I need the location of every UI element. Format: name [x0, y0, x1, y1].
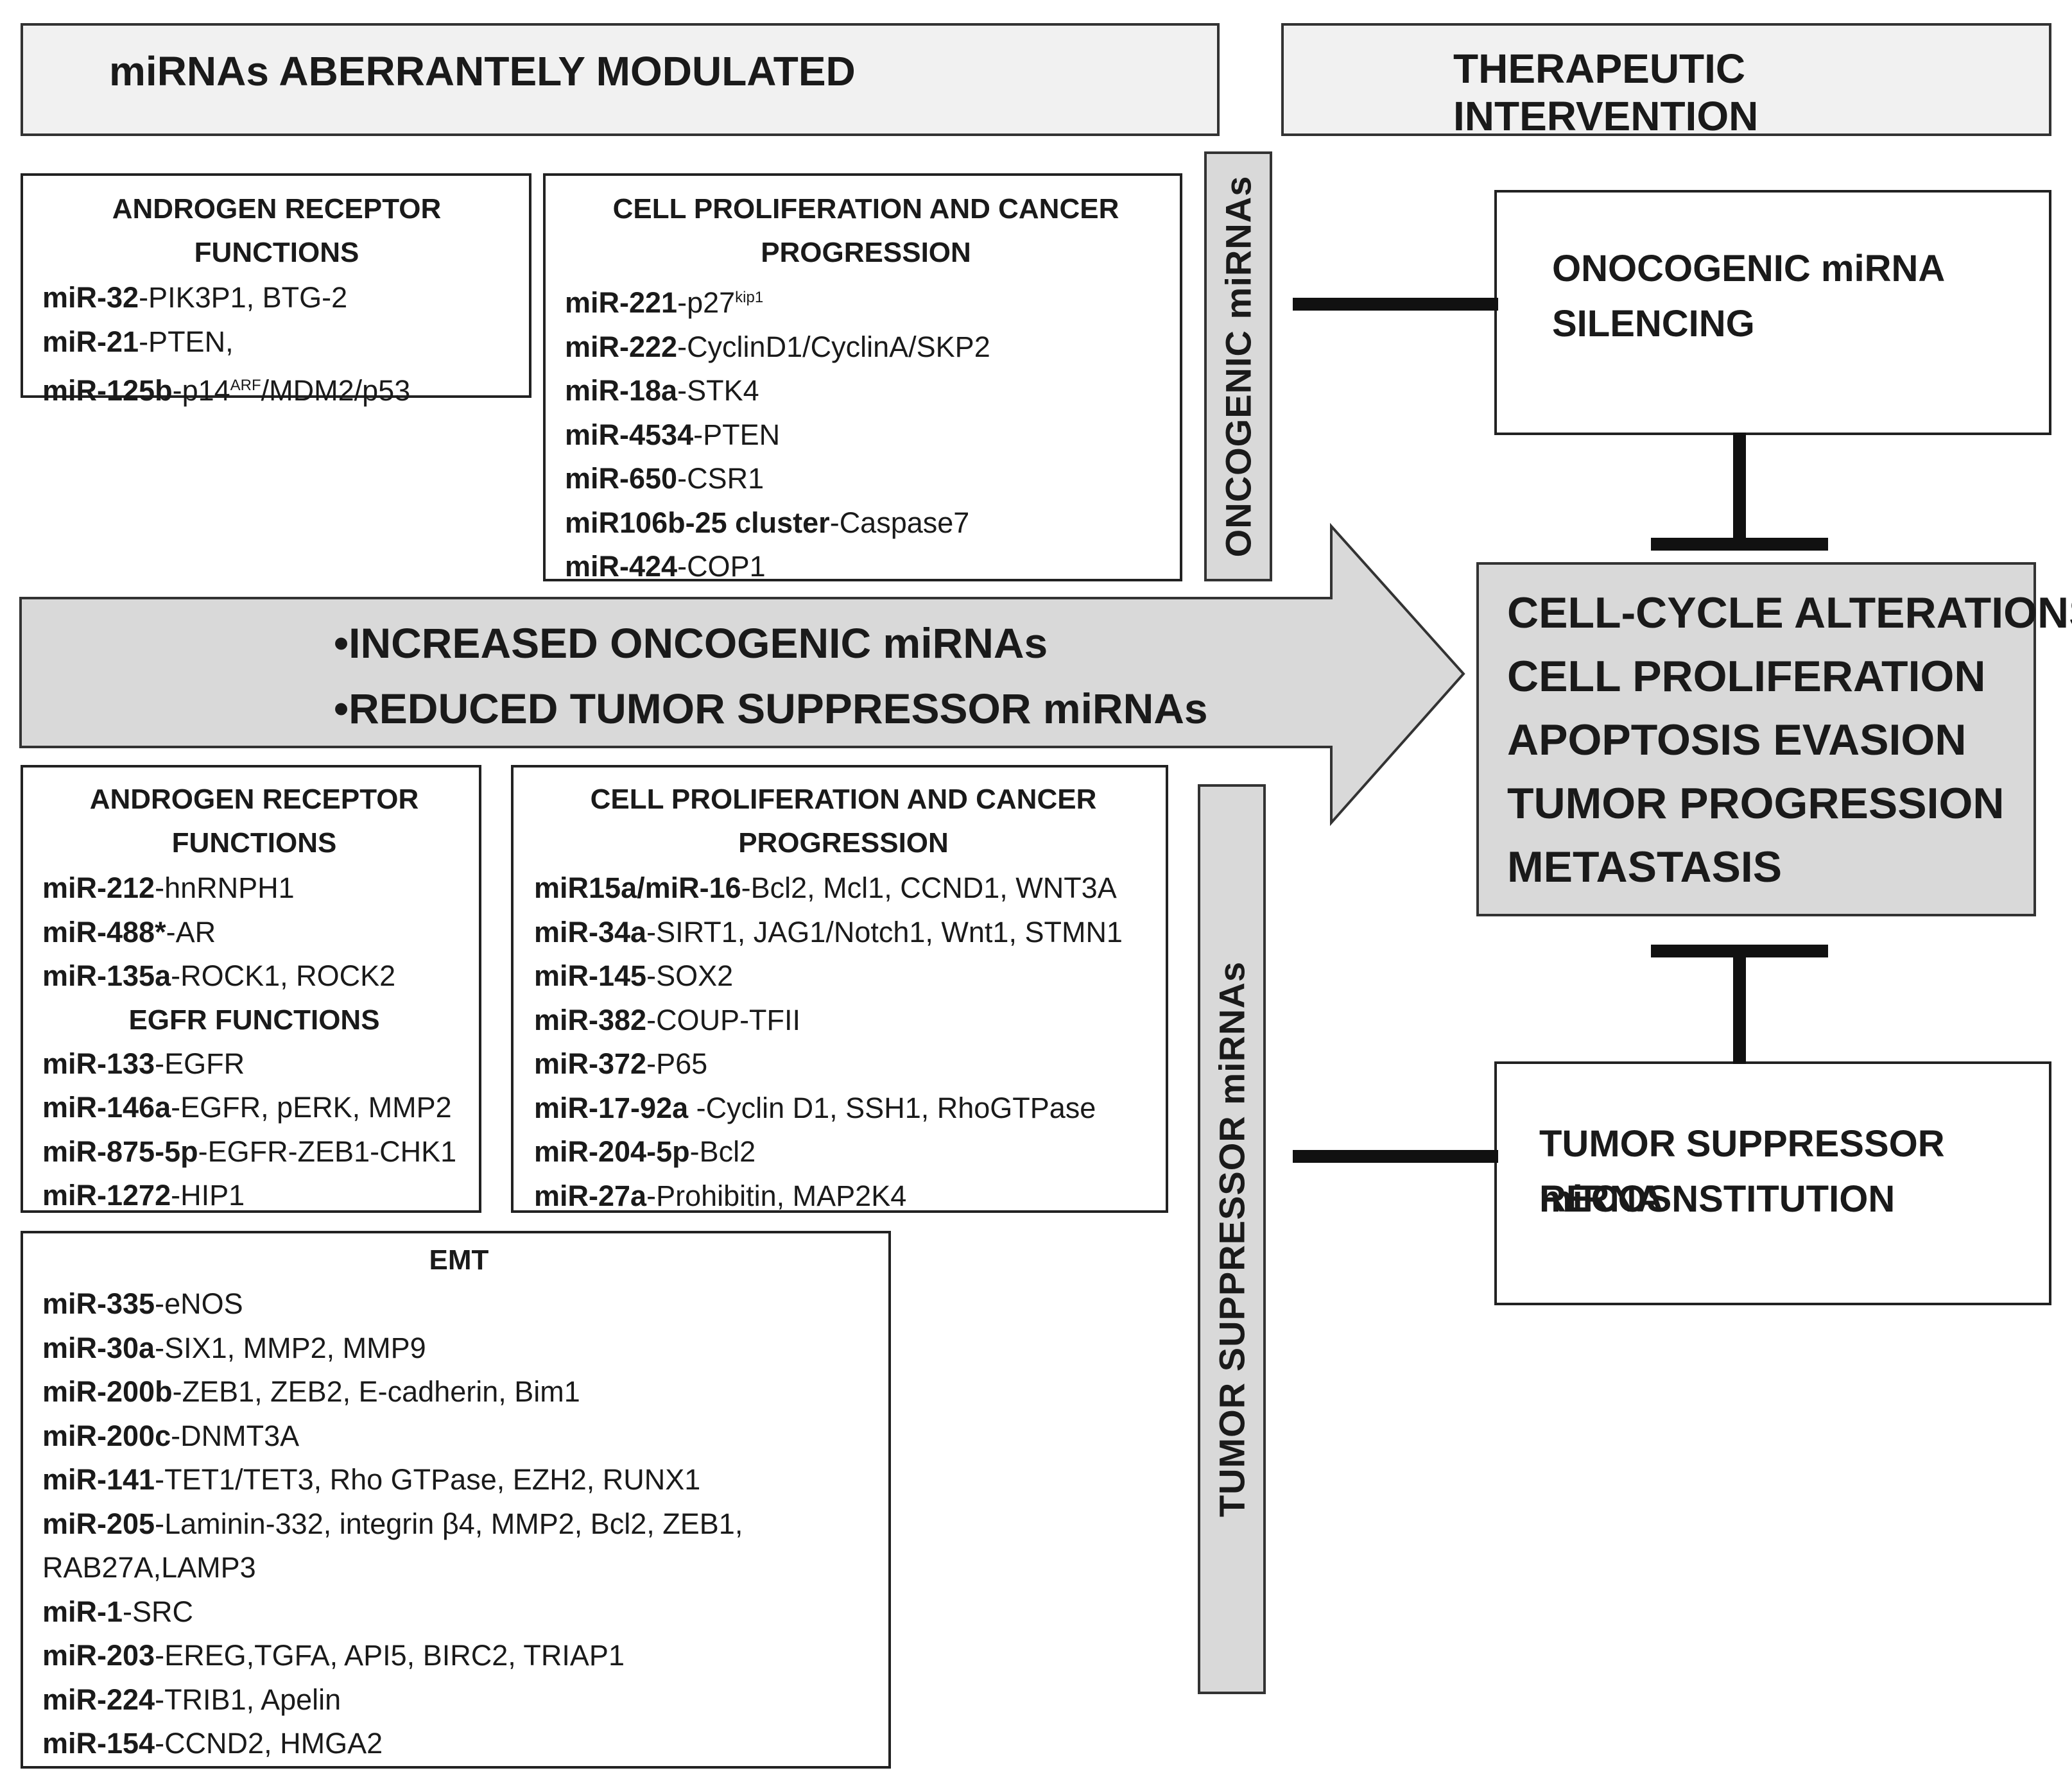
mirna-row: miR-145-SOX2	[534, 959, 734, 992]
mirna-row: miR-27a-Prohibitin, MAP2K4	[534, 1179, 907, 1212]
outcome-item: CELL-CYCLE ALTERATIONS	[1507, 588, 2072, 637]
header-therapeutic-label: THERAPEUTIC INTERVENTION	[1453, 46, 1759, 139]
mirna-row: miR-200b-ZEB1, ZEB2, E-cadherin, Bim1	[42, 1375, 580, 1408]
arrow-line-reduced: •REDUCED TUMOR SUPPRESSOR miRNAs	[334, 685, 1208, 732]
arrow-line-increased: •INCREASED ONCOGENIC miRNAs	[334, 619, 1048, 667]
mirna-row: miR-205-Laminin-332, integrin β4, MMP2, …	[42, 1507, 743, 1540]
suppressor-ar-title-1: ANDROGEN RECEPTOR	[89, 784, 419, 815]
mirna-row: miR-146a-EGFR, pERK, MMP2	[42, 1091, 452, 1124]
emt-title: EMT	[429, 1244, 489, 1276]
header-aberrant-mirnas: miRNAs ABERRANTELY MODULATED	[21, 23, 1220, 136]
mirna-row: miR-154-CCND2, HMGA2	[42, 1727, 383, 1760]
mirna-row: miR-221-p27kip1	[565, 286, 764, 319]
suppressor-vertical-label: TUMOR SUPPRESSOR miRNAs	[1198, 784, 1266, 1694]
silencing-line-2: SILENCING	[1552, 303, 1755, 345]
mirna-row: RAB27A,LAMP3	[42, 1551, 256, 1584]
mirna-row: miR-204-5p-Bcl2	[534, 1135, 756, 1168]
outcome-item: METASTASIS	[1507, 843, 1783, 891]
mirna-row: miR-18a-STK4	[565, 374, 759, 407]
suppressor-prolif-box: CELL PROLIFERATION AND CANCER PROGRESSIO…	[511, 765, 1168, 1213]
mirna-row: miR-1-SRC	[42, 1595, 194, 1628]
outcome-item: CELL PROLIFERATION	[1507, 652, 1986, 701]
mirna-row: miR15a/miR-16-Bcl2, Mcl1, CCND1, WNT3A	[534, 871, 1117, 904]
oncogenic-vertical-label: ONCOGENIC miRNAs	[1204, 151, 1272, 581]
mirna-row: miR-34a-SIRT1, JAG1/Notch1, Wnt1, STMN1	[534, 915, 1123, 948]
mirna-row: miR-224-TRIB1, Apelin	[42, 1683, 341, 1716]
oncogenic-prolif-title-1: CELL PROLIFERATION AND CANCER	[612, 193, 1119, 225]
suppressor-prolif-title-2: PROGRESSION	[738, 827, 949, 859]
silencing-stem-line	[1733, 433, 1746, 545]
mirna-row: miR-203-EREG,TGFA, API5, BIRC2, TRIAP1	[42, 1639, 625, 1672]
oncogenic-label-text: ONCOGENIC miRNAs	[1218, 175, 1259, 558]
reconstitution-line-2: RECOSNSTITUTION	[1539, 1178, 1895, 1220]
suppressor-label-text: TUMOR SUPPRESSOR miRNAs	[1211, 961, 1252, 1518]
silencing-box: ONOCOGENIC miRNA SILENCING	[1494, 190, 2051, 435]
oncogenic-ar-box: ANDROGEN RECEPTOR FUNCTIONS miR-32-PIK3P…	[21, 173, 531, 407]
header-therapeutic: THERAPEUTIC INTERVENTION	[1281, 23, 2051, 139]
emt-box: EMT miR-335-eNOS miR-30a-SIX1, MMP2, MMP…	[21, 1231, 891, 1769]
mirna-row: miR-30a-SIX1, MMP2, MMP9	[42, 1331, 426, 1364]
mirna-row: miR-125b-p14ARF/MDM2/p53	[42, 374, 411, 407]
mirna-row: miR-875-5p-EGFR-ZEB1-CHK1	[42, 1135, 457, 1168]
oncogenic-prolif-title-2: PROGRESSION	[761, 237, 971, 268]
reconstitution-box: TUMOR SUPPRESSOR miRNA RECOSNSTITUTION	[1494, 1061, 2051, 1305]
mirna-row: miR-488*-AR	[42, 915, 216, 948]
silencing-inhibit-cap	[1651, 538, 1828, 551]
suppressor-prolif-title-1: CELL PROLIFERATION AND CANCER	[590, 784, 1097, 815]
mirna-row: miR-222-CyclinD1/CyclinA/SKP2	[565, 330, 990, 363]
reconstitution-line-1: TUMOR SUPPRESSOR miRNA	[1539, 1123, 1945, 1220]
mirna-row: miR-212-hnRNPH1	[42, 871, 295, 904]
mirna-row: miR-335-eNOS	[42, 1287, 243, 1320]
mirna-row: miR-650-CSR1	[565, 462, 764, 495]
outcomes-box: CELL-CYCLE ALTERATIONS CELL PROLIFERATIO…	[1476, 562, 2072, 916]
suppressor-ar-title-2: FUNCTIONS	[171, 827, 337, 859]
header-aberrant-label: miRNAs ABERRANTELY MODULATED	[109, 48, 856, 94]
egfr-functions-title: EGFR FUNCTIONS	[128, 1004, 380, 1036]
outcome-item: APOPTOSIS EVASION	[1507, 716, 1967, 764]
mirna-row: miR-382-COUP-TFII	[534, 1003, 801, 1036]
mirna-row: miR106b-25 cluster-Caspase7	[565, 506, 970, 539]
mirna-row: miR-372-P65	[534, 1047, 708, 1080]
suppressor-ar-box: ANDROGEN RECEPTOR FUNCTIONS miR-212-hnRN…	[21, 765, 481, 1213]
suppressor-connector-line	[1293, 1150, 1498, 1163]
reconstitution-stem-line	[1733, 950, 1746, 1064]
oncogenic-connector-line	[1293, 298, 1498, 311]
mirna-row: miR-32-PIK3P1, BTG-2	[42, 281, 348, 314]
mirna-row: miR-17-92a -Cyclin D1, SSH1, RhoGTPase	[534, 1091, 1096, 1124]
mirna-row: miR-424-COP1	[565, 550, 766, 583]
mirna-row: miR-133-EGFR	[42, 1047, 245, 1080]
mirna-row: miR-4534-PTEN	[565, 418, 781, 451]
silencing-line-1: ONOCOGENIC miRNA	[1552, 248, 1946, 289]
mirna-row: miR-21-PTEN,	[42, 325, 234, 358]
mirna-row: miR-200c-DNMT3A	[42, 1419, 300, 1452]
oncogenic-prolif-box: CELL PROLIFERATION AND CANCER PROGRESSIO…	[543, 173, 1182, 583]
outcome-item: TUMOR PROGRESSION	[1507, 779, 2005, 828]
oncogenic-ar-title: ANDROGEN RECEPTOR FUNCTIONS	[112, 193, 442, 268]
mirna-row: miR-141-TET1/TET3, Rho GTPase, EZH2, RUN…	[42, 1463, 701, 1496]
mirna-row: miR-135a-ROCK1, ROCK2	[42, 959, 396, 992]
mirna-row: miR-1272-HIP1	[42, 1179, 245, 1212]
